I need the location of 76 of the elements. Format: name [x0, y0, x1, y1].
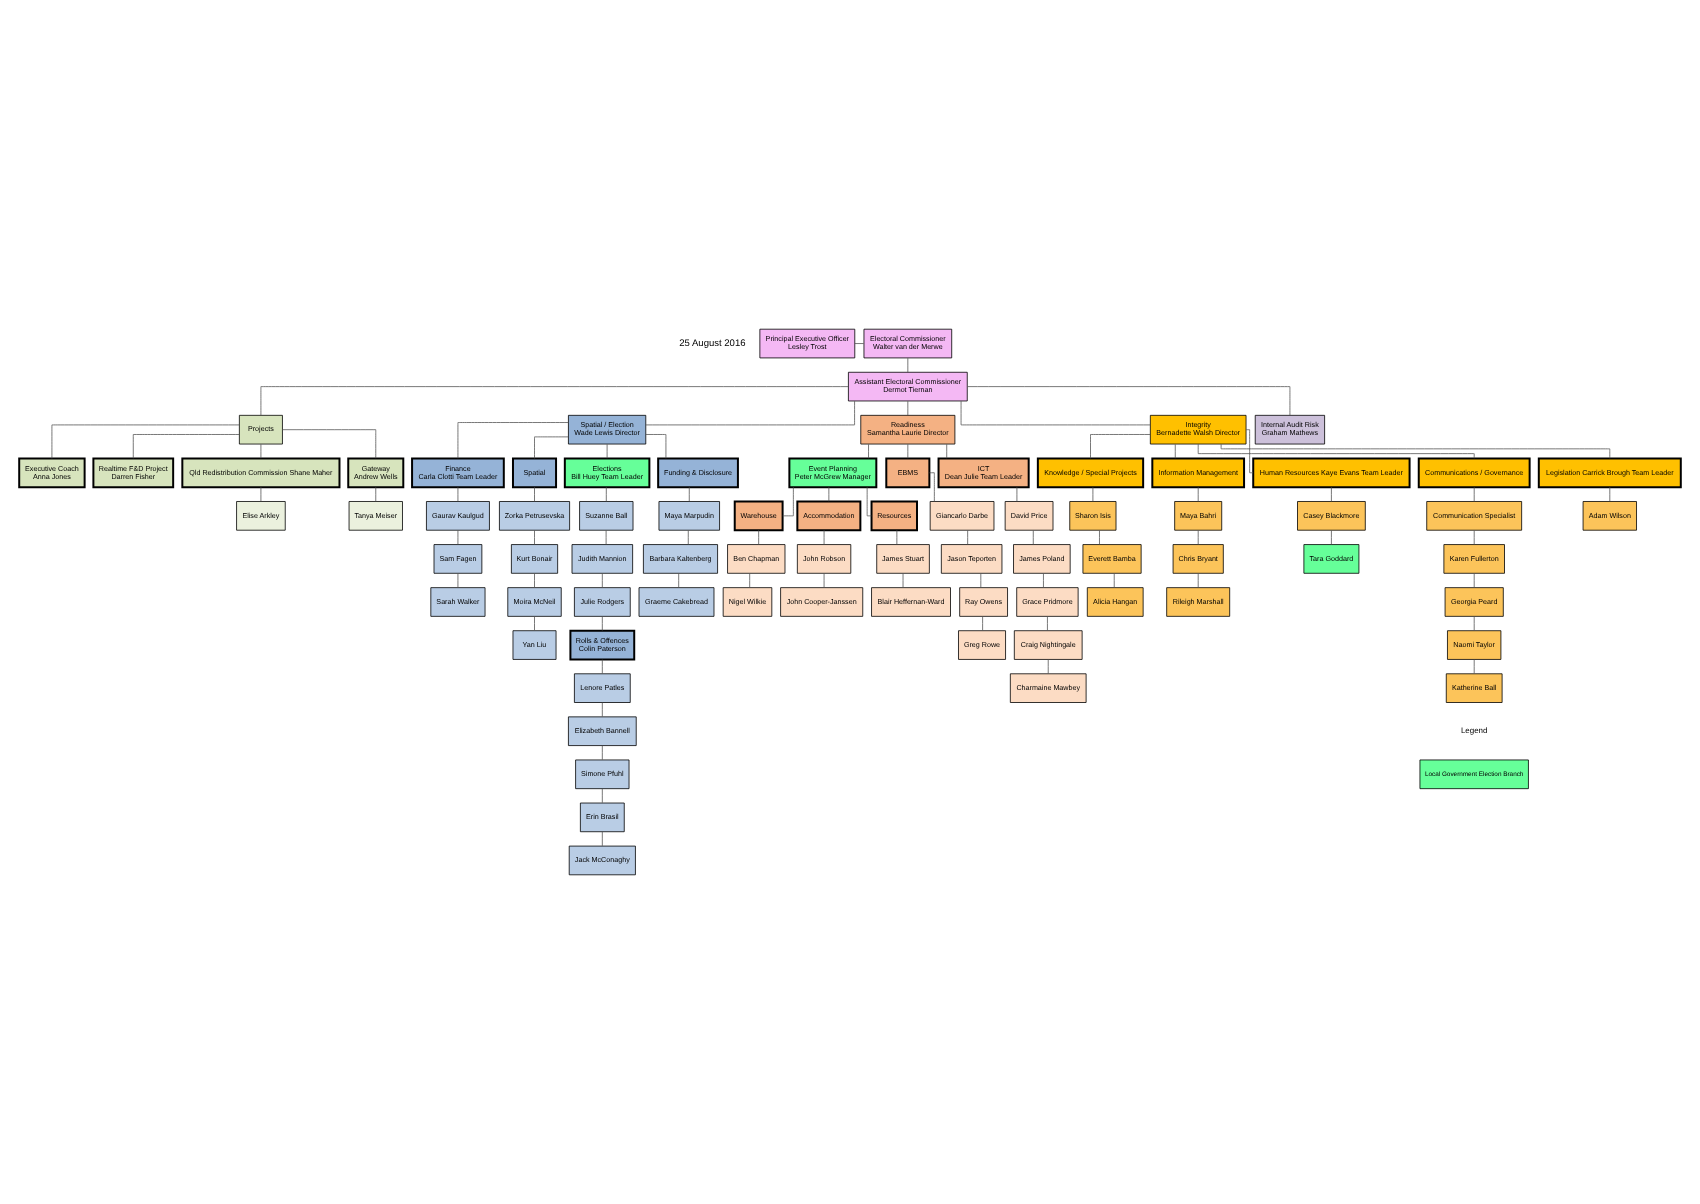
- connector: [866, 486, 872, 517]
- connector: [960, 400, 1151, 426]
- connector: [982, 616, 983, 631]
- connector: [457, 573, 459, 588]
- connector: [601, 702, 603, 718]
- connector: [260, 443, 262, 459]
- connector: [534, 616, 535, 631]
- connector: [601, 788, 603, 804]
- connector: [132, 434, 240, 459]
- connector: [1473, 530, 1475, 545]
- connector: [749, 573, 751, 588]
- connector: [1473, 659, 1475, 674]
- connector: [1473, 486, 1475, 502]
- connector: [907, 400, 909, 416]
- connector: [534, 573, 535, 588]
- connector: [823, 573, 825, 588]
- connector: [1331, 530, 1332, 545]
- connector: [868, 443, 869, 459]
- connector: [1331, 486, 1332, 502]
- connector: [1043, 573, 1044, 588]
- connector: [828, 486, 830, 502]
- connector: [907, 443, 909, 459]
- connector: [601, 616, 603, 631]
- connector: [687, 530, 689, 545]
- connector: [601, 659, 603, 674]
- connector: [929, 472, 935, 502]
- connector: [854, 343, 865, 344]
- connector: [534, 436, 569, 459]
- connector: [1473, 573, 1475, 588]
- connector: [896, 530, 898, 545]
- connector: [375, 486, 377, 502]
- connector: [678, 573, 680, 588]
- connector: [1609, 486, 1611, 502]
- connector: [1047, 659, 1049, 674]
- connector: [967, 530, 969, 545]
- connector: [1197, 486, 1199, 502]
- connector: [980, 573, 982, 588]
- connector: [51, 424, 240, 459]
- connector: [1245, 429, 1254, 474]
- connector: [260, 486, 262, 502]
- connector: [645, 434, 667, 459]
- connector: [645, 400, 855, 426]
- connector: [601, 745, 603, 761]
- connector: [1197, 443, 1475, 459]
- connector: [1092, 486, 1094, 502]
- connector: [758, 530, 760, 545]
- connector: [605, 486, 607, 502]
- connector: [605, 530, 607, 545]
- connector: [1016, 486, 1018, 502]
- connector: [282, 429, 377, 459]
- connector: [946, 443, 948, 459]
- connector: [966, 386, 1291, 416]
- connector: [902, 573, 904, 588]
- connector: [688, 486, 690, 502]
- connector: [823, 530, 825, 545]
- connector: [1473, 616, 1475, 631]
- connector: [1197, 573, 1199, 588]
- connector: [1197, 530, 1199, 545]
- connector: [457, 530, 459, 545]
- connector: [1090, 434, 1151, 459]
- connector: [782, 486, 794, 517]
- connector: [1099, 530, 1100, 545]
- connector: [260, 386, 849, 416]
- connector: [1220, 443, 1611, 459]
- connector: [457, 422, 569, 459]
- connector: [1047, 616, 1048, 631]
- connector: [907, 357, 909, 373]
- connector: [1174, 443, 1176, 459]
- connector: [606, 443, 608, 459]
- connector: [534, 530, 535, 545]
- connector: [1113, 573, 1115, 588]
- connector: [457, 486, 459, 502]
- connector: [1032, 530, 1034, 545]
- connector: [601, 573, 603, 588]
- connector: [601, 831, 603, 847]
- connector: [534, 486, 535, 502]
